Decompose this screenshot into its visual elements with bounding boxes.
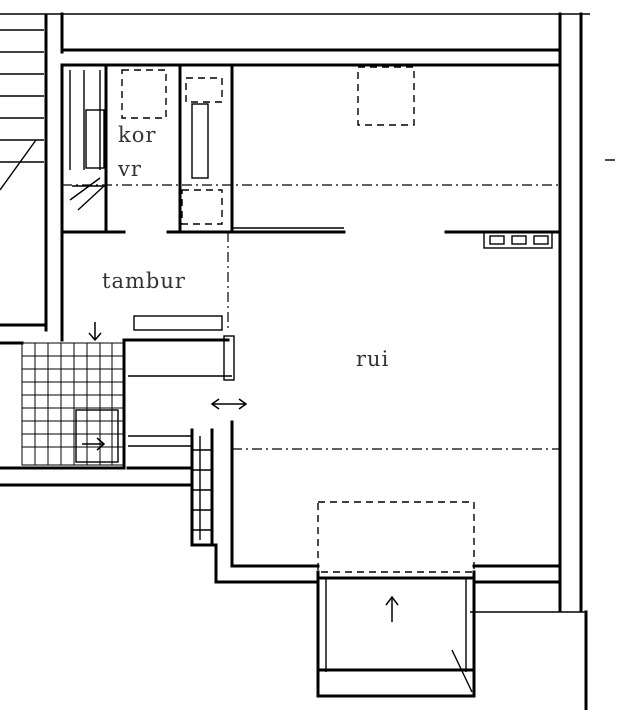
double-arrow-icon <box>210 398 248 410</box>
arrow-up-icon <box>385 595 399 622</box>
outer-walls <box>0 12 615 710</box>
arrow-right-icon <box>82 437 106 451</box>
lower-walls <box>190 420 562 584</box>
arrow-down-icon <box>88 322 102 342</box>
hall-walls <box>122 315 235 470</box>
living-room-walls <box>62 66 562 450</box>
bathroom-tiles <box>0 342 194 487</box>
kitchen-walls <box>60 63 562 342</box>
living-room-label: rui <box>356 347 389 371</box>
kitchen-label-line2: vr <box>117 157 142 181</box>
balcony <box>316 501 476 698</box>
kitchen-label-line1: kor <box>118 123 156 147</box>
stair-block <box>0 14 48 345</box>
vestibule-label: tambur <box>102 269 186 293</box>
